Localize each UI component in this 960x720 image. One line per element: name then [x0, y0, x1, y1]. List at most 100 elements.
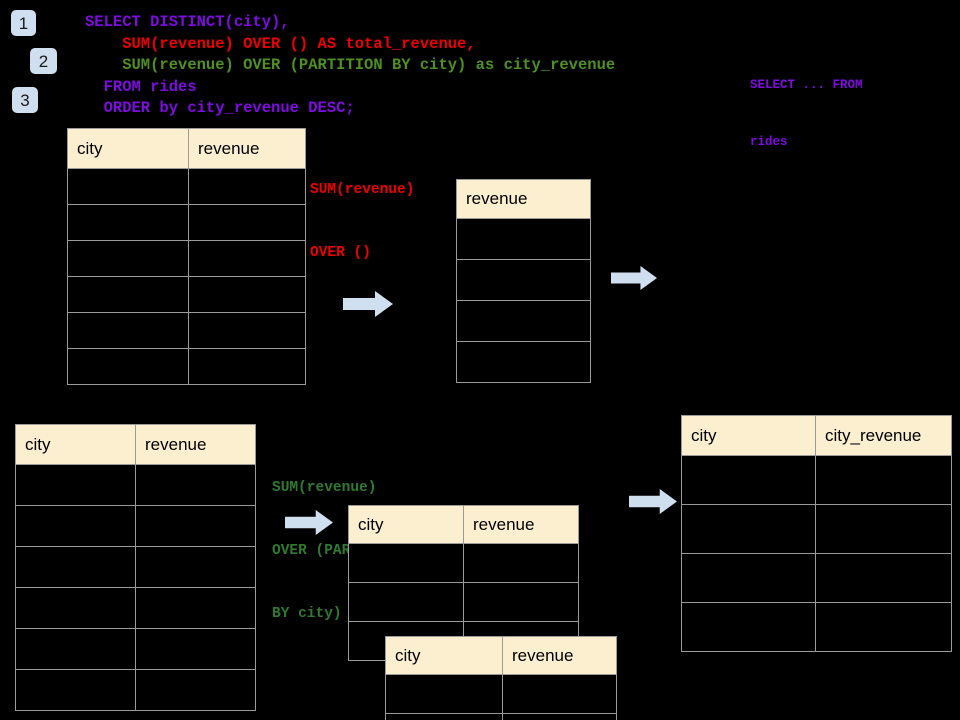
- table-cell: [815, 455, 952, 505]
- table-row: [348, 543, 579, 583]
- table-cell: [135, 546, 256, 588]
- table-cell: [456, 259, 591, 301]
- table-cell: [815, 553, 952, 603]
- sql-line-1: SELECT DISTINCT(city),: [85, 13, 290, 31]
- column-header: revenue: [135, 424, 256, 465]
- table-cell: [456, 218, 591, 260]
- table-row: [456, 218, 591, 260]
- table-cell: [188, 312, 306, 349]
- table-cell: [348, 543, 464, 583]
- step-badge-2: 2: [30, 48, 57, 74]
- annotation-line-3: BY city): [272, 606, 342, 622]
- table-cell: [15, 546, 136, 588]
- table-cell: [15, 505, 136, 547]
- table-cell: [67, 276, 189, 313]
- table-row: [456, 341, 591, 383]
- column-header: city_revenue: [815, 415, 952, 456]
- sql-line-4: FROM rides: [85, 77, 197, 96]
- table-row: [15, 505, 256, 547]
- column-header: city: [15, 424, 136, 465]
- table-cell: [67, 240, 189, 277]
- table-cell: [188, 168, 306, 205]
- table-row: [681, 455, 952, 505]
- table-row: [15, 546, 256, 588]
- column-header: revenue: [463, 505, 579, 544]
- step-badge-label: 1: [18, 13, 29, 33]
- table-cell: [188, 204, 306, 241]
- table-row: [67, 348, 306, 385]
- arrow-1-icon: [343, 290, 393, 318]
- arrow-right-icon: [611, 266, 657, 290]
- table-cell: [385, 674, 503, 714]
- table-cell: [135, 628, 256, 670]
- table-row: [385, 713, 617, 720]
- table-row: [681, 504, 952, 554]
- sql-line-2: SUM(revenue) OVER () AS total_revenue,: [85, 34, 476, 53]
- column-header: revenue: [188, 128, 306, 169]
- table-cell: [67, 312, 189, 349]
- table-row: [15, 587, 256, 629]
- arrow-2-icon: [611, 264, 657, 292]
- table-cell: [15, 628, 136, 670]
- table-cell: [135, 587, 256, 629]
- step-badge-1: 1: [11, 10, 36, 36]
- column-header: revenue: [456, 179, 591, 219]
- column-header: city: [385, 636, 503, 675]
- table-cell: [67, 348, 189, 385]
- step-badge-label: 2: [38, 51, 49, 71]
- table-cell: [15, 464, 136, 506]
- table-row: [15, 628, 256, 670]
- table-cell: [188, 240, 306, 277]
- table-cell: [502, 713, 617, 720]
- table-row: [385, 674, 617, 714]
- table-cell: [456, 341, 591, 383]
- table-cell: [456, 300, 591, 342]
- table-row: [67, 204, 306, 241]
- sql-line-3: SUM(revenue) OVER (PARTITION BY city) as…: [85, 56, 616, 74]
- table-cell: [681, 553, 816, 603]
- side-note-select-from: SELECT ... FROM rides: [750, 38, 863, 190]
- table-cell: [681, 602, 816, 652]
- table-cell: [463, 582, 579, 622]
- total-revenue-table: revenue: [456, 179, 591, 383]
- table-row: [681, 602, 952, 652]
- table-row: [67, 312, 306, 349]
- table-cell: [463, 543, 579, 583]
- table-row: [15, 464, 256, 506]
- table-row: [456, 300, 591, 342]
- table-row: [681, 553, 952, 603]
- table-cell: [681, 455, 816, 505]
- column-header: city: [67, 128, 189, 169]
- arrow-right-icon: [285, 510, 333, 535]
- column-header: city: [348, 505, 464, 544]
- table-cell: [385, 713, 503, 720]
- step-badge-label: 3: [20, 90, 30, 110]
- table-row: [15, 669, 256, 711]
- table-cell: [348, 582, 464, 622]
- table-cell: [15, 587, 136, 629]
- side-note-line-1: SELECT ... FROM: [750, 78, 863, 92]
- sql-query-block: SELECT DISTINCT(city), SUM(revenue) OVER…: [85, 12, 615, 120]
- table-cell: [815, 504, 952, 554]
- annotation-line-1: SUM(revenue): [272, 480, 377, 496]
- annotation-sum-over-empty: SUM(revenue) OVER (): [310, 138, 414, 306]
- table-row: [67, 240, 306, 277]
- table-cell: [188, 276, 306, 313]
- table-cell: [135, 464, 256, 506]
- arrow-3-icon: [285, 509, 333, 536]
- table-cell: [67, 168, 189, 205]
- annotation-line-1: SUM(revenue): [310, 182, 415, 198]
- table-row: [456, 259, 591, 301]
- table-cell: [15, 669, 136, 711]
- arrow-right-icon: [629, 489, 677, 514]
- table-cell: [681, 504, 816, 554]
